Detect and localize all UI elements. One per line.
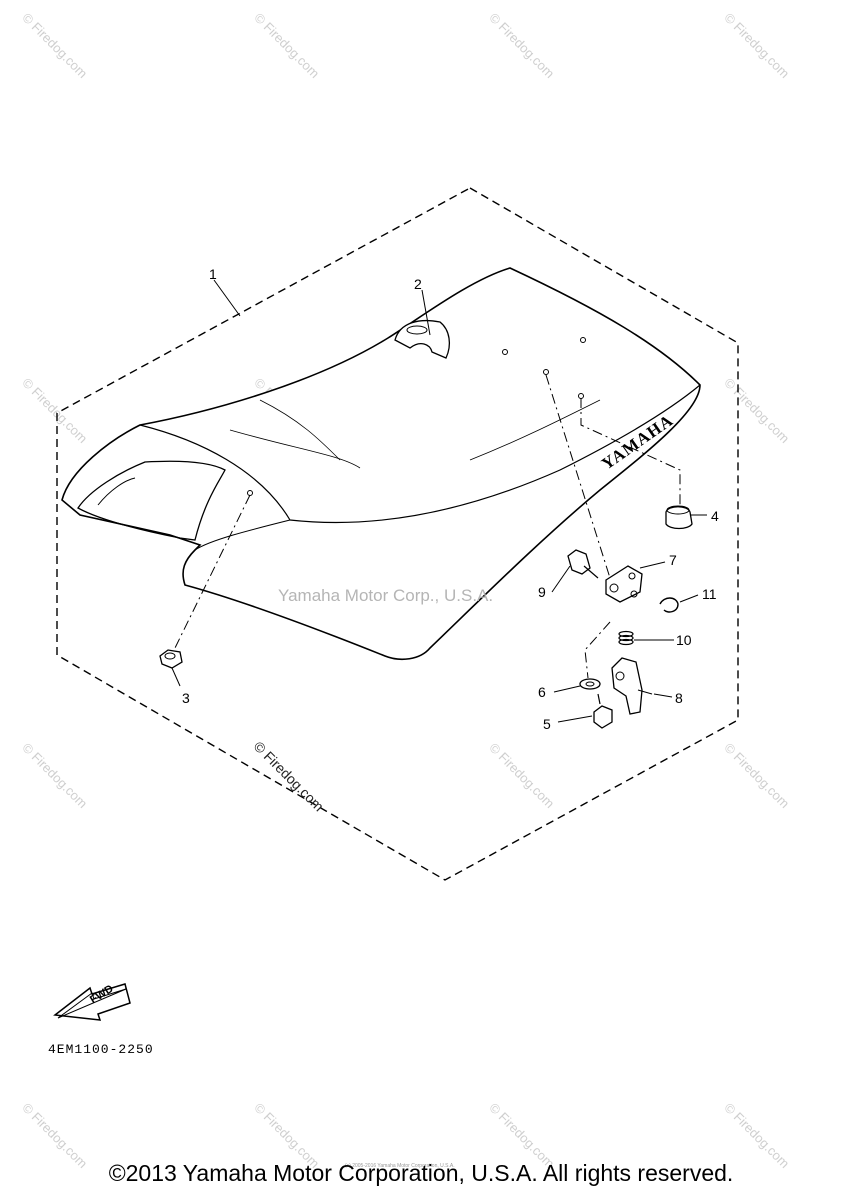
center-watermark: Yamaha Motor Corp., U.S.A. bbox=[278, 586, 494, 605]
callout-4: 4 bbox=[711, 508, 719, 524]
seat-outline bbox=[61, 267, 701, 661]
seat-stitch-line bbox=[259, 399, 341, 461]
callout-6: 6 bbox=[538, 684, 546, 700]
part-6-washer bbox=[579, 678, 601, 690]
callout-5: 5 bbox=[543, 716, 551, 732]
assembly-boundary bbox=[56, 187, 739, 881]
callout-7: 7 bbox=[669, 552, 677, 568]
tiny-copyright-note: (c) 2005-2016 Yamaha Motor Corporation, … bbox=[345, 1163, 455, 1169]
part-2-bracket bbox=[394, 319, 451, 359]
seat-stitch-line bbox=[469, 399, 601, 461]
part-10-spring bbox=[618, 630, 634, 646]
seat-side-line bbox=[194, 519, 291, 551]
part-9-bolt bbox=[567, 549, 591, 575]
footer-copyright: ©2013 Yamaha Motor Corporation, U.S.A. A… bbox=[108, 1160, 734, 1186]
part-11-clip bbox=[659, 597, 679, 613]
seat-pocket-inner bbox=[97, 477, 136, 506]
seat-panel-line bbox=[139, 384, 701, 524]
seat-pocket bbox=[77, 460, 226, 541]
part-4-damper bbox=[665, 506, 693, 530]
callout-3: 3 bbox=[182, 690, 190, 706]
diagram-code: 4EM1100-2250 bbox=[48, 1042, 154, 1057]
callout-1: 1 bbox=[209, 266, 217, 282]
part-5-bolt bbox=[593, 705, 613, 729]
part-7-lock-base bbox=[605, 565, 643, 603]
callout-11: 11 bbox=[702, 586, 717, 602]
callout-8: 8 bbox=[675, 690, 683, 706]
fwd-arrow-icon bbox=[53, 983, 131, 1021]
callout-10: 10 bbox=[676, 632, 692, 648]
callout-9: 9 bbox=[538, 584, 546, 600]
callout-2: 2 bbox=[414, 276, 422, 292]
seat-stitch-line bbox=[229, 429, 361, 469]
part-8-hook bbox=[611, 657, 643, 715]
